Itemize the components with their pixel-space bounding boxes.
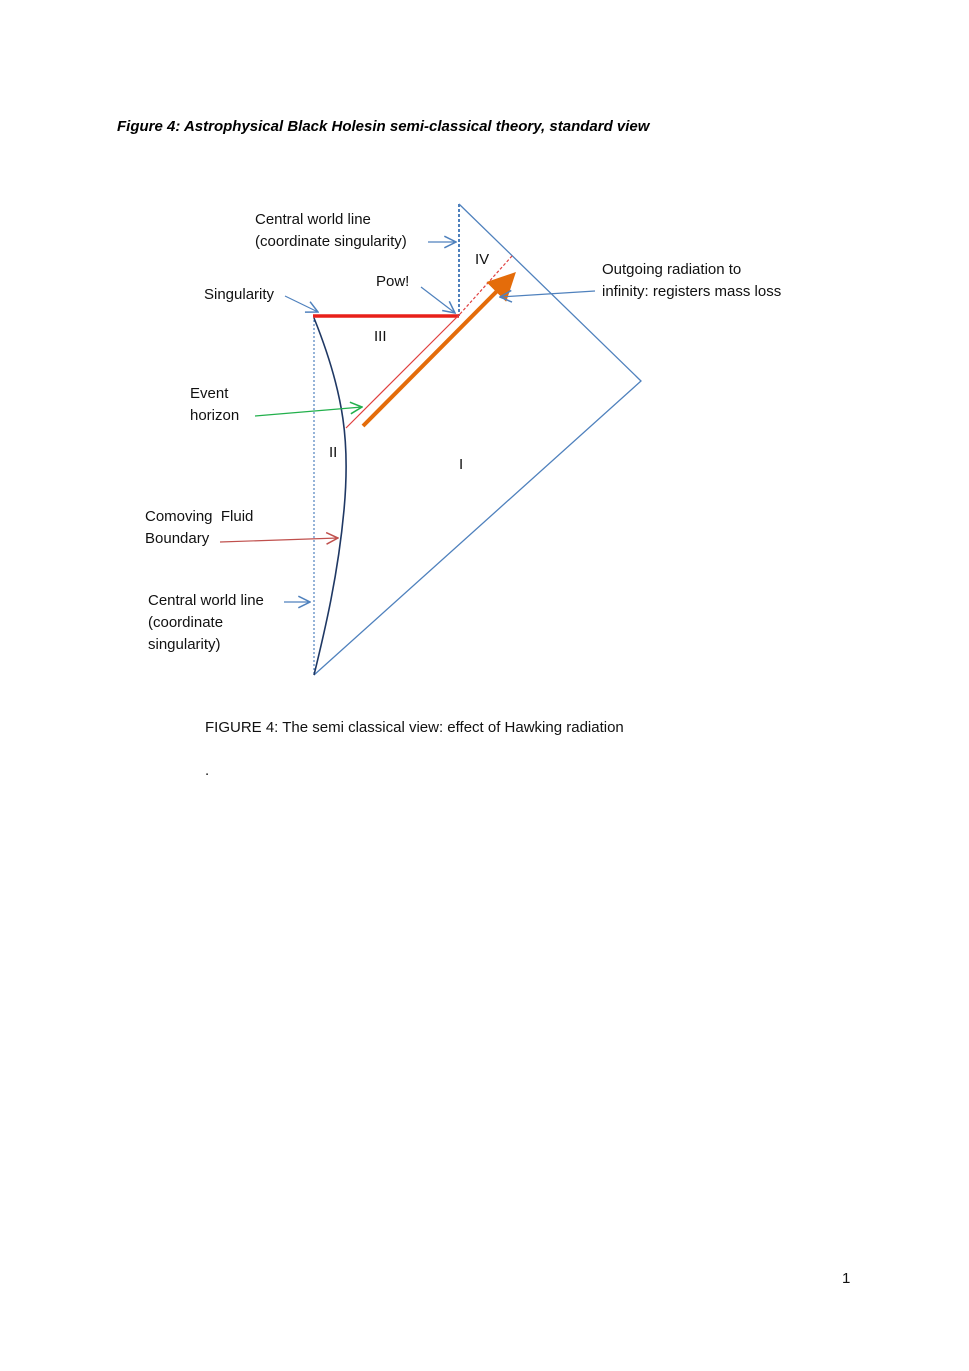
penrose-frame-boundary [313, 203, 642, 676]
label-region-iii: III [374, 328, 387, 345]
label-line: Comoving Fluid [145, 508, 254, 525]
arrow-event-horizon [254, 407, 362, 417]
horizon-dashed-extension [459, 255, 513, 315]
label-outgoing-radiation: Outgoing radiation to infinity: register… [602, 259, 781, 303]
event-horizon-line [345, 313, 461, 429]
label-pow: Pow! [376, 273, 410, 290]
label-line: Outgoing radiation to [602, 261, 742, 278]
label-line: Boundary [145, 530, 210, 547]
paragraph-dot: . [205, 762, 210, 779]
label-line: horizon [190, 407, 240, 424]
arrow-outgoing-radiation [500, 291, 596, 297]
arrow-comoving-boundary [219, 538, 338, 542]
label-line: Central world line [148, 592, 264, 609]
arrow-singularity [284, 295, 318, 312]
arrow-pow [420, 286, 455, 313]
label-event-horizon: Event horizon [190, 383, 239, 427]
label-line: (coordinate singularity) [255, 233, 407, 250]
label-line: (coordinate [148, 614, 224, 631]
label-region-iv: IV [475, 251, 490, 268]
comoving-fluid-boundary [313, 317, 347, 676]
label-central-world-line-bottom: Central world line (coordinate singulari… [148, 590, 264, 656]
label-region-i: I [459, 456, 464, 473]
figure-heading: Figure 4: Astrophysical Black Holesin se… [117, 118, 650, 135]
label-region-ii: II [329, 444, 338, 461]
label-line: singularity) [148, 636, 221, 653]
label-line: Event [190, 385, 229, 402]
label-line: infinity: registers mass loss [602, 283, 782, 300]
label-line: Central world line [255, 211, 371, 228]
label-singularity: Singularity [204, 286, 275, 303]
label-central-world-line-top: Central world line (coordinate singulari… [255, 209, 407, 253]
figure-caption: FIGURE 4: The semi classical view: effec… [205, 719, 624, 736]
outgoing-radiation-arrow [361, 272, 516, 428]
page-number: 1 [842, 1270, 851, 1287]
label-comoving-fluid-boundary: Comoving Fluid Boundary [145, 506, 253, 550]
